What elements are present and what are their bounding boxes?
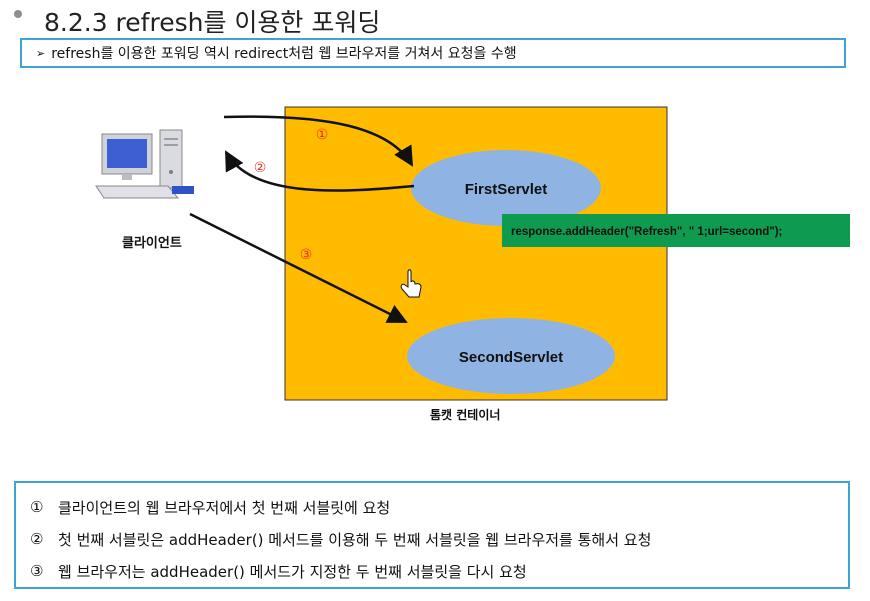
- note-text: 클라이언트의 웹 브라우저에서 첫 번째 서블릿에 요청: [58, 498, 391, 517]
- notes-box: ① 클라이언트의 웹 브라우저에서 첫 번째 서블릿에 요청 ② 첫 번째 서블…: [14, 481, 850, 589]
- note-row-3: ③ 웹 브라우저는 addHeader() 메서드가 지정한 두 번째 서블릿을…: [30, 555, 848, 587]
- summary-text: refresh를 이용한 포워딩 역시 redirect처럼 웹 브라우저를 거…: [51, 46, 517, 62]
- second-servlet-label: SecondServlet: [459, 349, 563, 366]
- title-bullet: [14, 10, 22, 18]
- page-title: 8.2.3 refresh를 이용한 포워딩: [44, 8, 381, 37]
- first-servlet: [411, 150, 601, 226]
- first-servlet-label: FirstServlet: [465, 181, 548, 198]
- client-label: 클라이언트: [122, 236, 182, 251]
- tomcat-container-label: 톰캣 컨테이너: [430, 408, 501, 422]
- summary-box: ➢ refresh를 이용한 포워딩 역시 redirect처럼 웹 브라우저를…: [20, 38, 846, 68]
- note-text: 웹 브라우저는 addHeader() 메서드가 지정한 두 번째 서블릿을 다…: [58, 562, 527, 581]
- note-number: ①: [30, 498, 44, 516]
- header-code-box: [502, 214, 850, 247]
- note-row-1: ① 클라이언트의 웹 브라우저에서 첫 번째 서블릿에 요청: [30, 491, 848, 523]
- arrow-step-1: [223, 115, 414, 167]
- header-code: response.addHeader("Refresh", " 1;url=se…: [511, 226, 782, 238]
- client-computer-icon: [95, 129, 194, 199]
- step-2-number: ②: [254, 160, 267, 176]
- arrow-step-3: [189, 212, 408, 324]
- step-1-number: ①: [316, 127, 329, 143]
- arrow-step-2: [224, 150, 415, 192]
- arrow-bullet-icon: ➢: [36, 46, 46, 60]
- second-servlet: [407, 318, 615, 394]
- step-3-number: ③: [300, 247, 313, 263]
- note-number: ②: [30, 530, 44, 548]
- note-text: 첫 번째 서블릿은 addHeader() 메서드를 이용해 두 번째 서블릿을…: [58, 530, 652, 549]
- note-row-2: ② 첫 번째 서블릿은 addHeader() 메서드를 이용해 두 번째 서블…: [30, 523, 848, 555]
- hand-cursor-icon: [400, 269, 422, 298]
- note-number: ③: [30, 562, 44, 580]
